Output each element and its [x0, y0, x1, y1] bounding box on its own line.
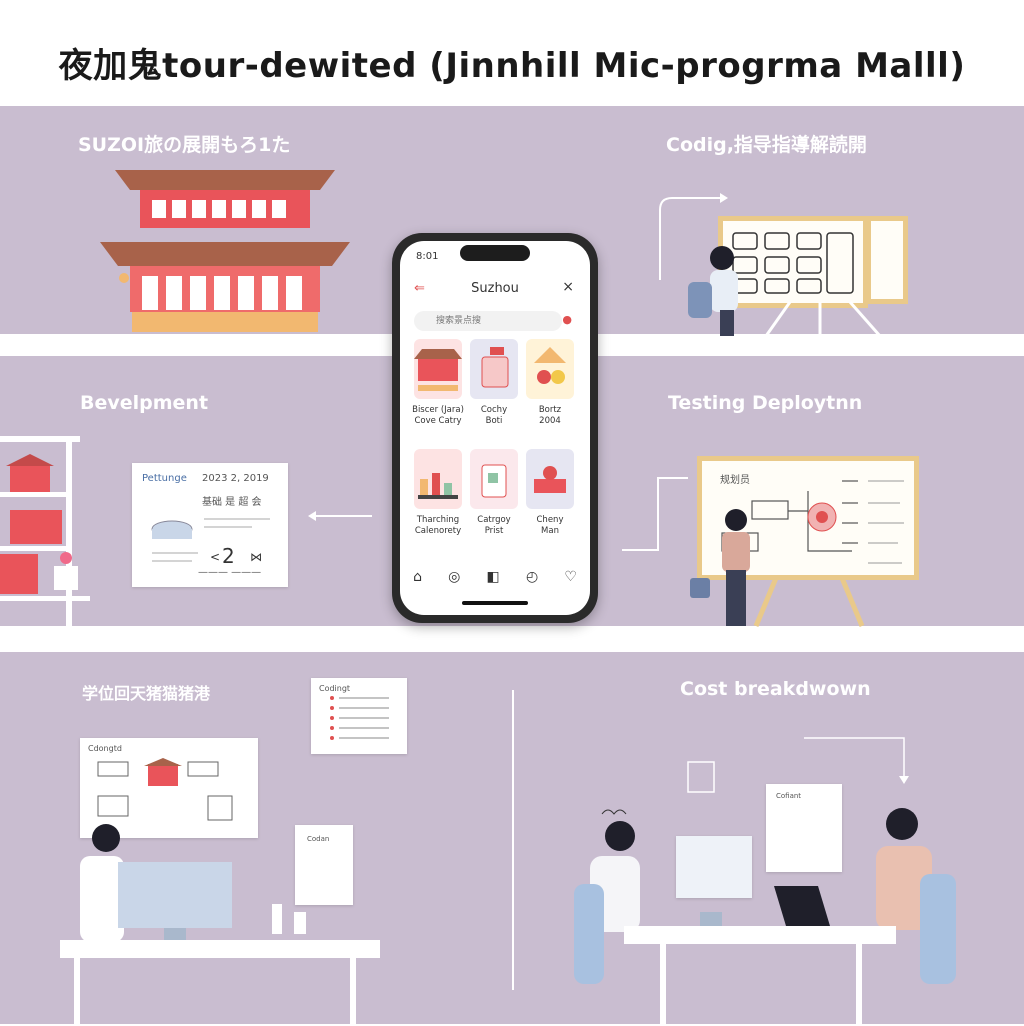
wireframe-sketch	[732, 232, 854, 294]
phone-mockup: 8:01 ⇐ Suzhou × ⌕ 搜索景点搜 ● Biscer (Jara) …	[392, 233, 598, 623]
designer-desk-scene	[60, 824, 380, 1026]
map-tab-icon[interactable]: ◧	[486, 569, 500, 585]
lantern-icon	[534, 347, 566, 384]
back-icon[interactable]: ⇐	[414, 281, 425, 296]
gift-icon	[481, 464, 507, 498]
tile-ticketing[interactable]	[414, 449, 462, 509]
svg-text:2: 2	[222, 544, 235, 568]
easel-legs	[764, 301, 882, 337]
wireframe-board: Cdongtd	[80, 738, 258, 838]
favorites-tab-icon[interactable]: ♡	[564, 569, 577, 585]
tile-label-6: Cheny Man	[536, 515, 564, 536]
doc-sketch: 2 < ⋈	[151, 518, 270, 568]
cost-flow-arrow-icon	[687, 737, 909, 793]
checklist-lines	[330, 696, 389, 740]
app-sketch	[97, 758, 233, 821]
flow-arrow-icon-2	[622, 477, 688, 551]
cost-paper-heading: Cofiant	[776, 792, 802, 800]
phone-notch	[460, 245, 530, 261]
section-label-testing: Testing Deploytnn	[668, 392, 863, 414]
doc-heading: Pettunge	[142, 473, 187, 484]
section-label-coding: Codig,指导指導解読開	[666, 134, 867, 156]
monitor-screen	[676, 836, 752, 898]
doc-footer: ——— ———	[198, 567, 262, 578]
doc-date: 2023 2, 2019	[202, 473, 269, 484]
flowchart-sketch	[721, 480, 904, 564]
stand-paper-heading: Codan	[307, 835, 330, 843]
mic-icon[interactable]: ●	[562, 313, 572, 326]
tile-souvenir[interactable]	[526, 339, 574, 399]
board-heading: Cdongtd	[88, 744, 122, 753]
page-title: 夜加鬼tour-dewited (Jinnhill Mic-progrma Ma…	[58, 46, 966, 86]
section-label-learning: 学位回天猪猫猪港	[82, 684, 211, 703]
bookshelf-illustration	[0, 436, 90, 626]
phone-screen: 8:01 ⇐ Suzhou × ⌕ 搜索景点搜 ● Biscer (Jara) …	[400, 241, 590, 615]
tile-label-3: Bortz 2004	[538, 405, 562, 426]
shopping-icon	[481, 347, 509, 388]
tile-food[interactable]	[470, 339, 518, 399]
cost-easel-paper: Cofiant	[766, 784, 842, 872]
orders-tab-icon[interactable]: ◴	[525, 569, 539, 585]
meeting-scene	[574, 808, 956, 1024]
stand-paper: Codan	[295, 825, 353, 905]
doc-note: 基础 是 超 会	[202, 497, 262, 508]
market-icon	[418, 473, 458, 499]
tile-map[interactable]	[526, 449, 574, 509]
app-title: Suzhou	[471, 281, 519, 296]
tester-person	[690, 509, 750, 626]
coding-side-board	[866, 216, 908, 304]
checklist-heading: Codingt	[319, 684, 351, 693]
svg-text:<: <	[210, 550, 220, 564]
flow-arrow-icon	[659, 193, 728, 280]
section-label-development: Bevelpment	[80, 392, 209, 414]
svg-text:⋈: ⋈	[250, 550, 262, 564]
close-icon[interactable]: ×	[562, 279, 574, 295]
left-arrow-icon	[308, 511, 372, 521]
tab-bar: ⌂ ◎ ◧ ◴ ♡	[400, 569, 590, 585]
coding-whiteboard	[718, 216, 868, 308]
tile-attraction[interactable]	[414, 339, 462, 399]
section-label-suzhou: SUZOI旅の展開もろ1た	[78, 134, 291, 156]
testing-heading: 规划员	[720, 475, 750, 486]
development-document: Pettunge 2023 2, 2019 基础 是 超 会 2 < ⋈ ———…	[132, 463, 288, 587]
testing-easel-legs	[753, 578, 865, 627]
tile-category[interactable]	[470, 449, 518, 509]
tile-label-2: Cochy Boti	[480, 405, 508, 426]
discover-tab-icon[interactable]: ◎	[448, 569, 461, 585]
basket-icon	[534, 466, 566, 493]
mini-pagoda-icon	[414, 349, 462, 391]
home-indicator	[462, 601, 528, 605]
search-input[interactable]: 搜索景点搜	[414, 311, 562, 331]
home-tab-icon[interactable]: ⌂	[413, 569, 422, 585]
tile-label-5: Catrgoy Prist	[477, 515, 511, 536]
tile-label-4: Tharching Calenorety	[414, 515, 462, 536]
pagoda-illustration	[100, 170, 350, 332]
status-time: 8:01	[416, 251, 439, 262]
tile-label-1: Biscer (Jara) Cove Catry	[412, 405, 464, 426]
developer-person	[688, 246, 738, 336]
checklist-paper: Codingt	[311, 678, 407, 754]
section-divider	[512, 690, 514, 990]
section-label-cost: Cost breakdwown	[680, 678, 871, 700]
